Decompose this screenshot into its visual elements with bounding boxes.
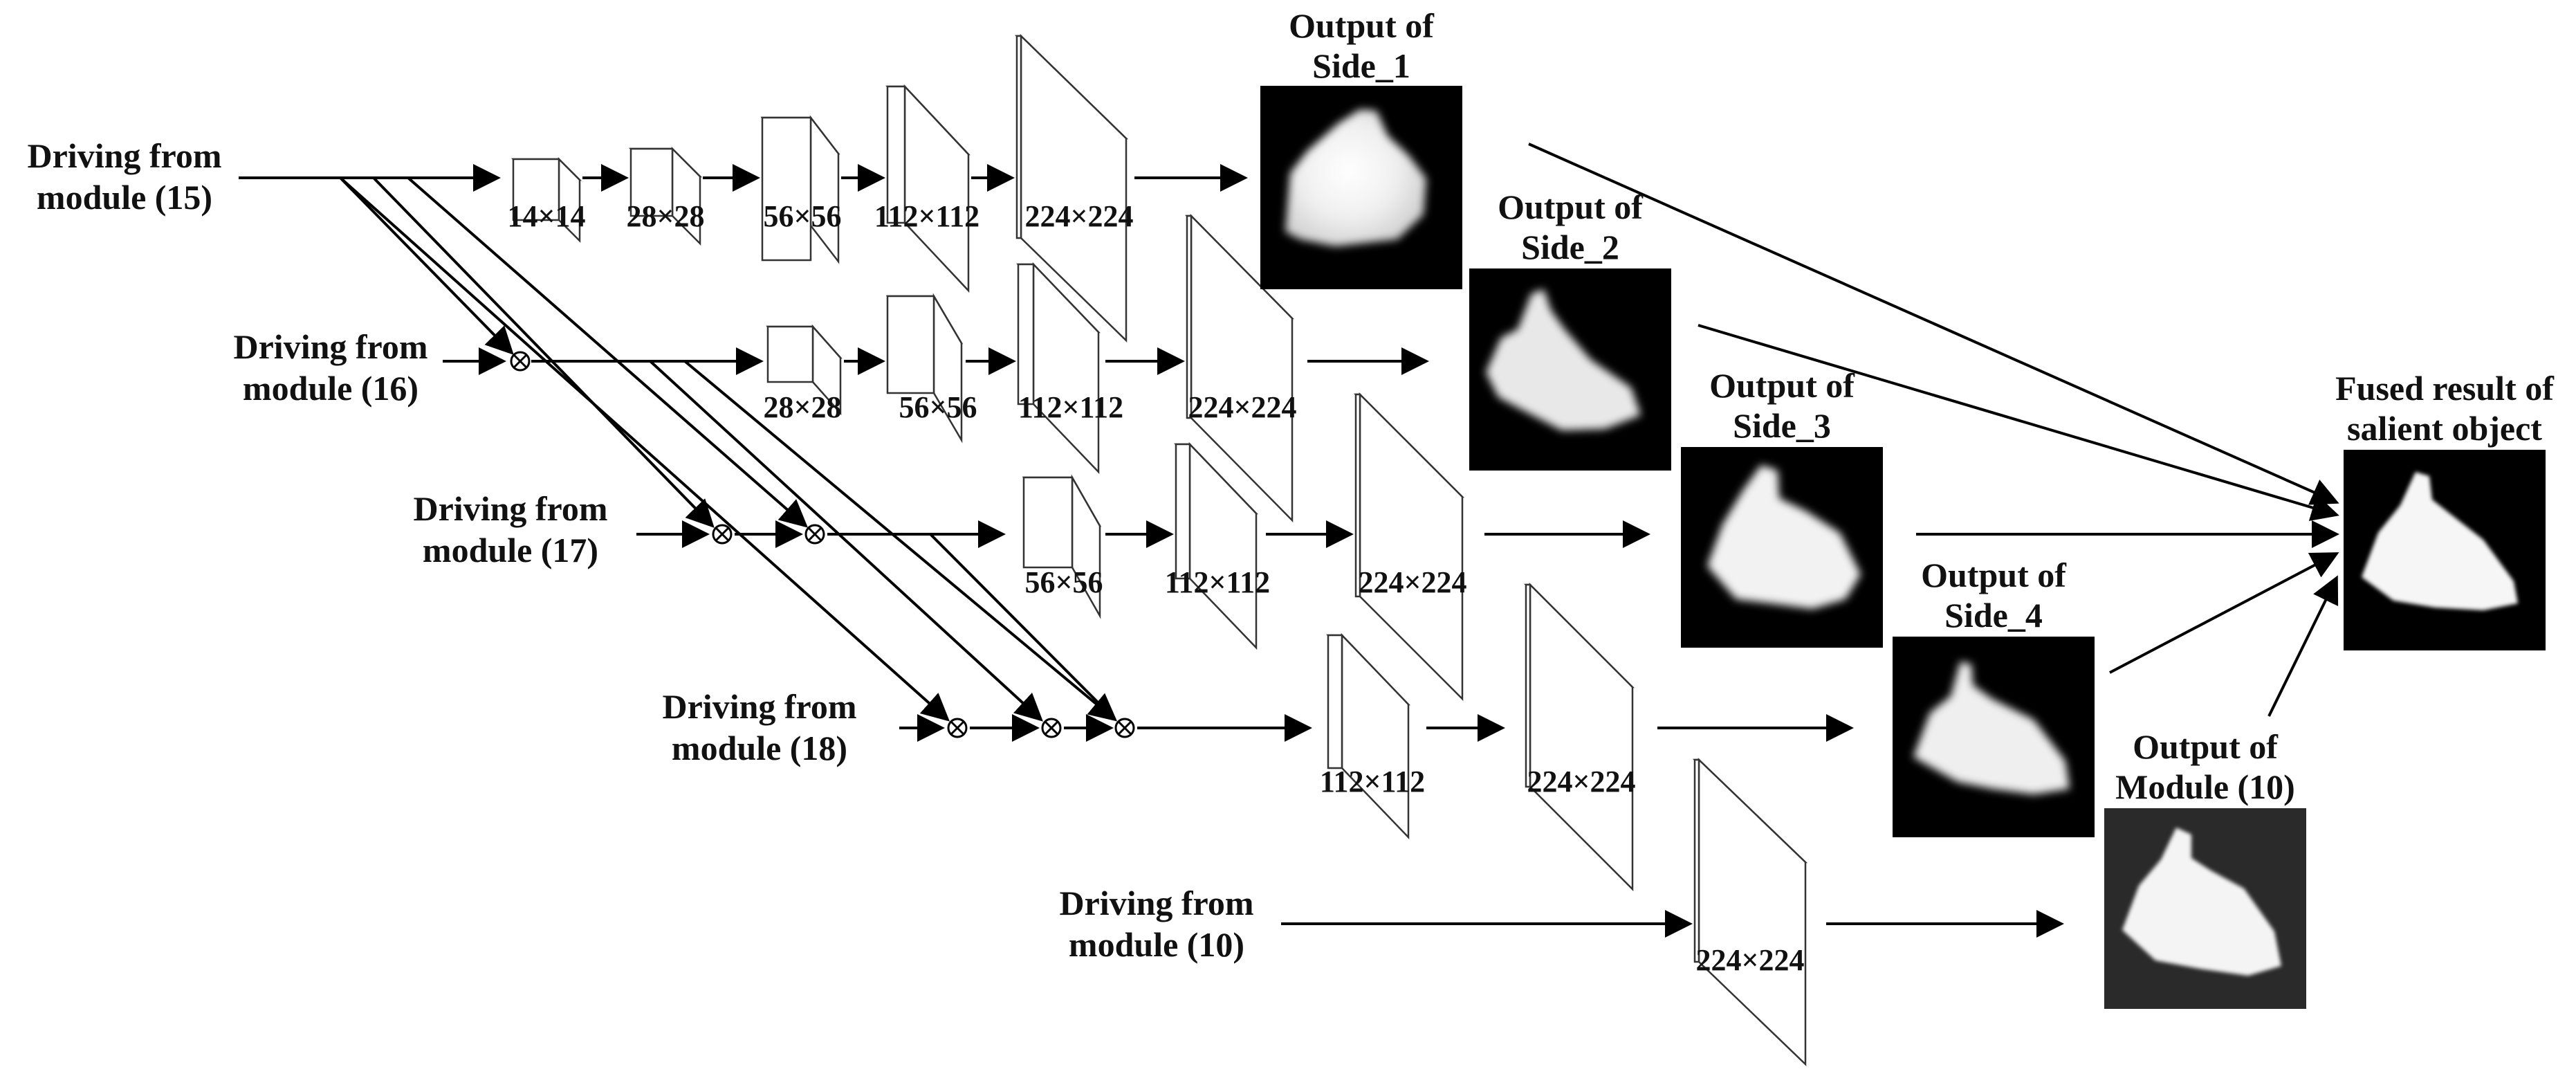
multiply-node — [1041, 718, 1062, 738]
block-r1-56x56 — [760, 115, 840, 264]
fused-label-line2: salient object — [2347, 409, 2542, 448]
block-r3-112x112 — [1174, 441, 1258, 650]
block-r4-224x224 — [1523, 582, 1635, 892]
side-1-label-line2: Side_1 — [1312, 46, 1410, 85]
block-r1-28x28 — [628, 146, 703, 246]
module-10-output-label: Output of Module (10) — [2115, 727, 2295, 806]
row3-blocks — [1022, 392, 1465, 702]
input-label-18-line1: Driving from — [663, 687, 857, 726]
multiply-node — [804, 524, 825, 545]
input-label-10-line1: Driving from — [1060, 884, 1254, 922]
side-3-label-line1: Output of — [1709, 366, 1855, 405]
row1-blocks — [510, 34, 1129, 343]
side-1-output-image — [1260, 86, 1462, 289]
side-1-output-label: Output of Side_1 — [1289, 6, 1435, 85]
side-3-output-label: Output of Side_3 — [1709, 366, 1855, 445]
dim-label: 112×112 — [1018, 390, 1123, 424]
dim-label: 224×224 — [1188, 390, 1296, 424]
dim-label: 112×112 — [874, 199, 979, 233]
dim-label: 224×224 — [1358, 565, 1466, 599]
side-2-output-image — [1469, 268, 1671, 471]
multiply-node — [947, 718, 968, 738]
side-2-label-line1: Output of — [1498, 188, 1644, 226]
input-label-module-18: Driving from module (18) — [663, 687, 857, 767]
dim-label: 56×56 — [763, 199, 841, 233]
input-label-15-line1: Driving from — [28, 136, 222, 175]
input-label-module-16: Driving from module (16) — [234, 327, 428, 408]
input-label-module-15: Driving from module (15) — [28, 136, 222, 217]
multiply-nodes — [510, 351, 1135, 738]
dim-label: 14×14 — [507, 199, 585, 233]
input-label-16-line2: module (16) — [243, 369, 418, 408]
dim-label: 112×112 — [1320, 765, 1425, 799]
side-2-output-label: Output of Side_2 — [1498, 188, 1644, 266]
multiply-node — [510, 351, 531, 372]
input-label-16-line1: Driving from — [234, 327, 428, 366]
block-r1-14x14 — [510, 156, 582, 244]
row4-blocks — [1326, 582, 1635, 892]
input-label-17-line2: module (17) — [423, 531, 598, 569]
block-r4-112x112 — [1326, 632, 1410, 840]
input-label-15-line2: module (15) — [37, 178, 212, 217]
multiply-node — [712, 524, 733, 545]
block-r2-112x112 — [1016, 262, 1101, 475]
dim-label: 28×28 — [763, 390, 841, 424]
block-r1-224x224 — [1014, 34, 1129, 343]
side-4-label-line2: Side_4 — [1944, 596, 2043, 635]
input-label-10-line2: module (10) — [1069, 925, 1244, 964]
dimension-labels: 14×14 28×28 56×56 112×112 224×224 28×28 … — [507, 199, 1804, 977]
fused-result-image — [2344, 450, 2546, 650]
side-3-output-image — [1681, 447, 1883, 648]
block-r2-224x224 — [1185, 213, 1294, 523]
dim-label: 28×28 — [626, 199, 704, 233]
side-1-label-line1: Output of — [1289, 6, 1435, 45]
input-label-module-10: Driving from module (10) — [1060, 884, 1254, 964]
dim-label: 224×224 — [1527, 765, 1635, 799]
input-label-module-17: Driving from module (17) — [414, 489, 608, 569]
side-2-label-line2: Side_2 — [1521, 228, 1619, 266]
fused-result-label: Fused result of salient object — [2335, 369, 2555, 448]
module-10-label-line1: Output of — [2133, 727, 2279, 766]
block-r1-112x112 — [885, 84, 970, 293]
module-10-label-line2: Module (10) — [2115, 767, 2295, 806]
dim-label: 224×224 — [1695, 943, 1804, 977]
block-r3-224x224 — [1353, 392, 1465, 702]
dim-label: 112×112 — [1165, 565, 1270, 599]
multiply-node — [1114, 718, 1135, 738]
input-label-18-line2: module (18) — [672, 729, 847, 767]
side-4-label-line1: Output of — [1921, 556, 2067, 594]
block-r3-56x56 — [1022, 474, 1102, 619]
side-3-label-line2: Side_3 — [1733, 406, 1831, 445]
block-r5-224x224 — [1692, 758, 1808, 1066]
dim-label: 224×224 — [1024, 199, 1133, 233]
dim-label: 56×56 — [899, 390, 977, 424]
row2-blocks — [766, 213, 1294, 523]
dim-label: 56×56 — [1024, 565, 1103, 599]
input-label-17-line1: Driving from — [414, 489, 608, 528]
block-r2-56x56 — [885, 293, 964, 444]
row5-blocks — [1692, 758, 1808, 1066]
block-r2-28x28 — [766, 324, 843, 416]
fused-label-line1: Fused result of — [2335, 369, 2555, 408]
side-4-output-label: Output of Side_4 — [1921, 556, 2067, 635]
side-4-output-image — [1893, 637, 2095, 837]
module-10-output-image — [2104, 808, 2306, 1009]
connection-lines — [239, 143, 2339, 938]
